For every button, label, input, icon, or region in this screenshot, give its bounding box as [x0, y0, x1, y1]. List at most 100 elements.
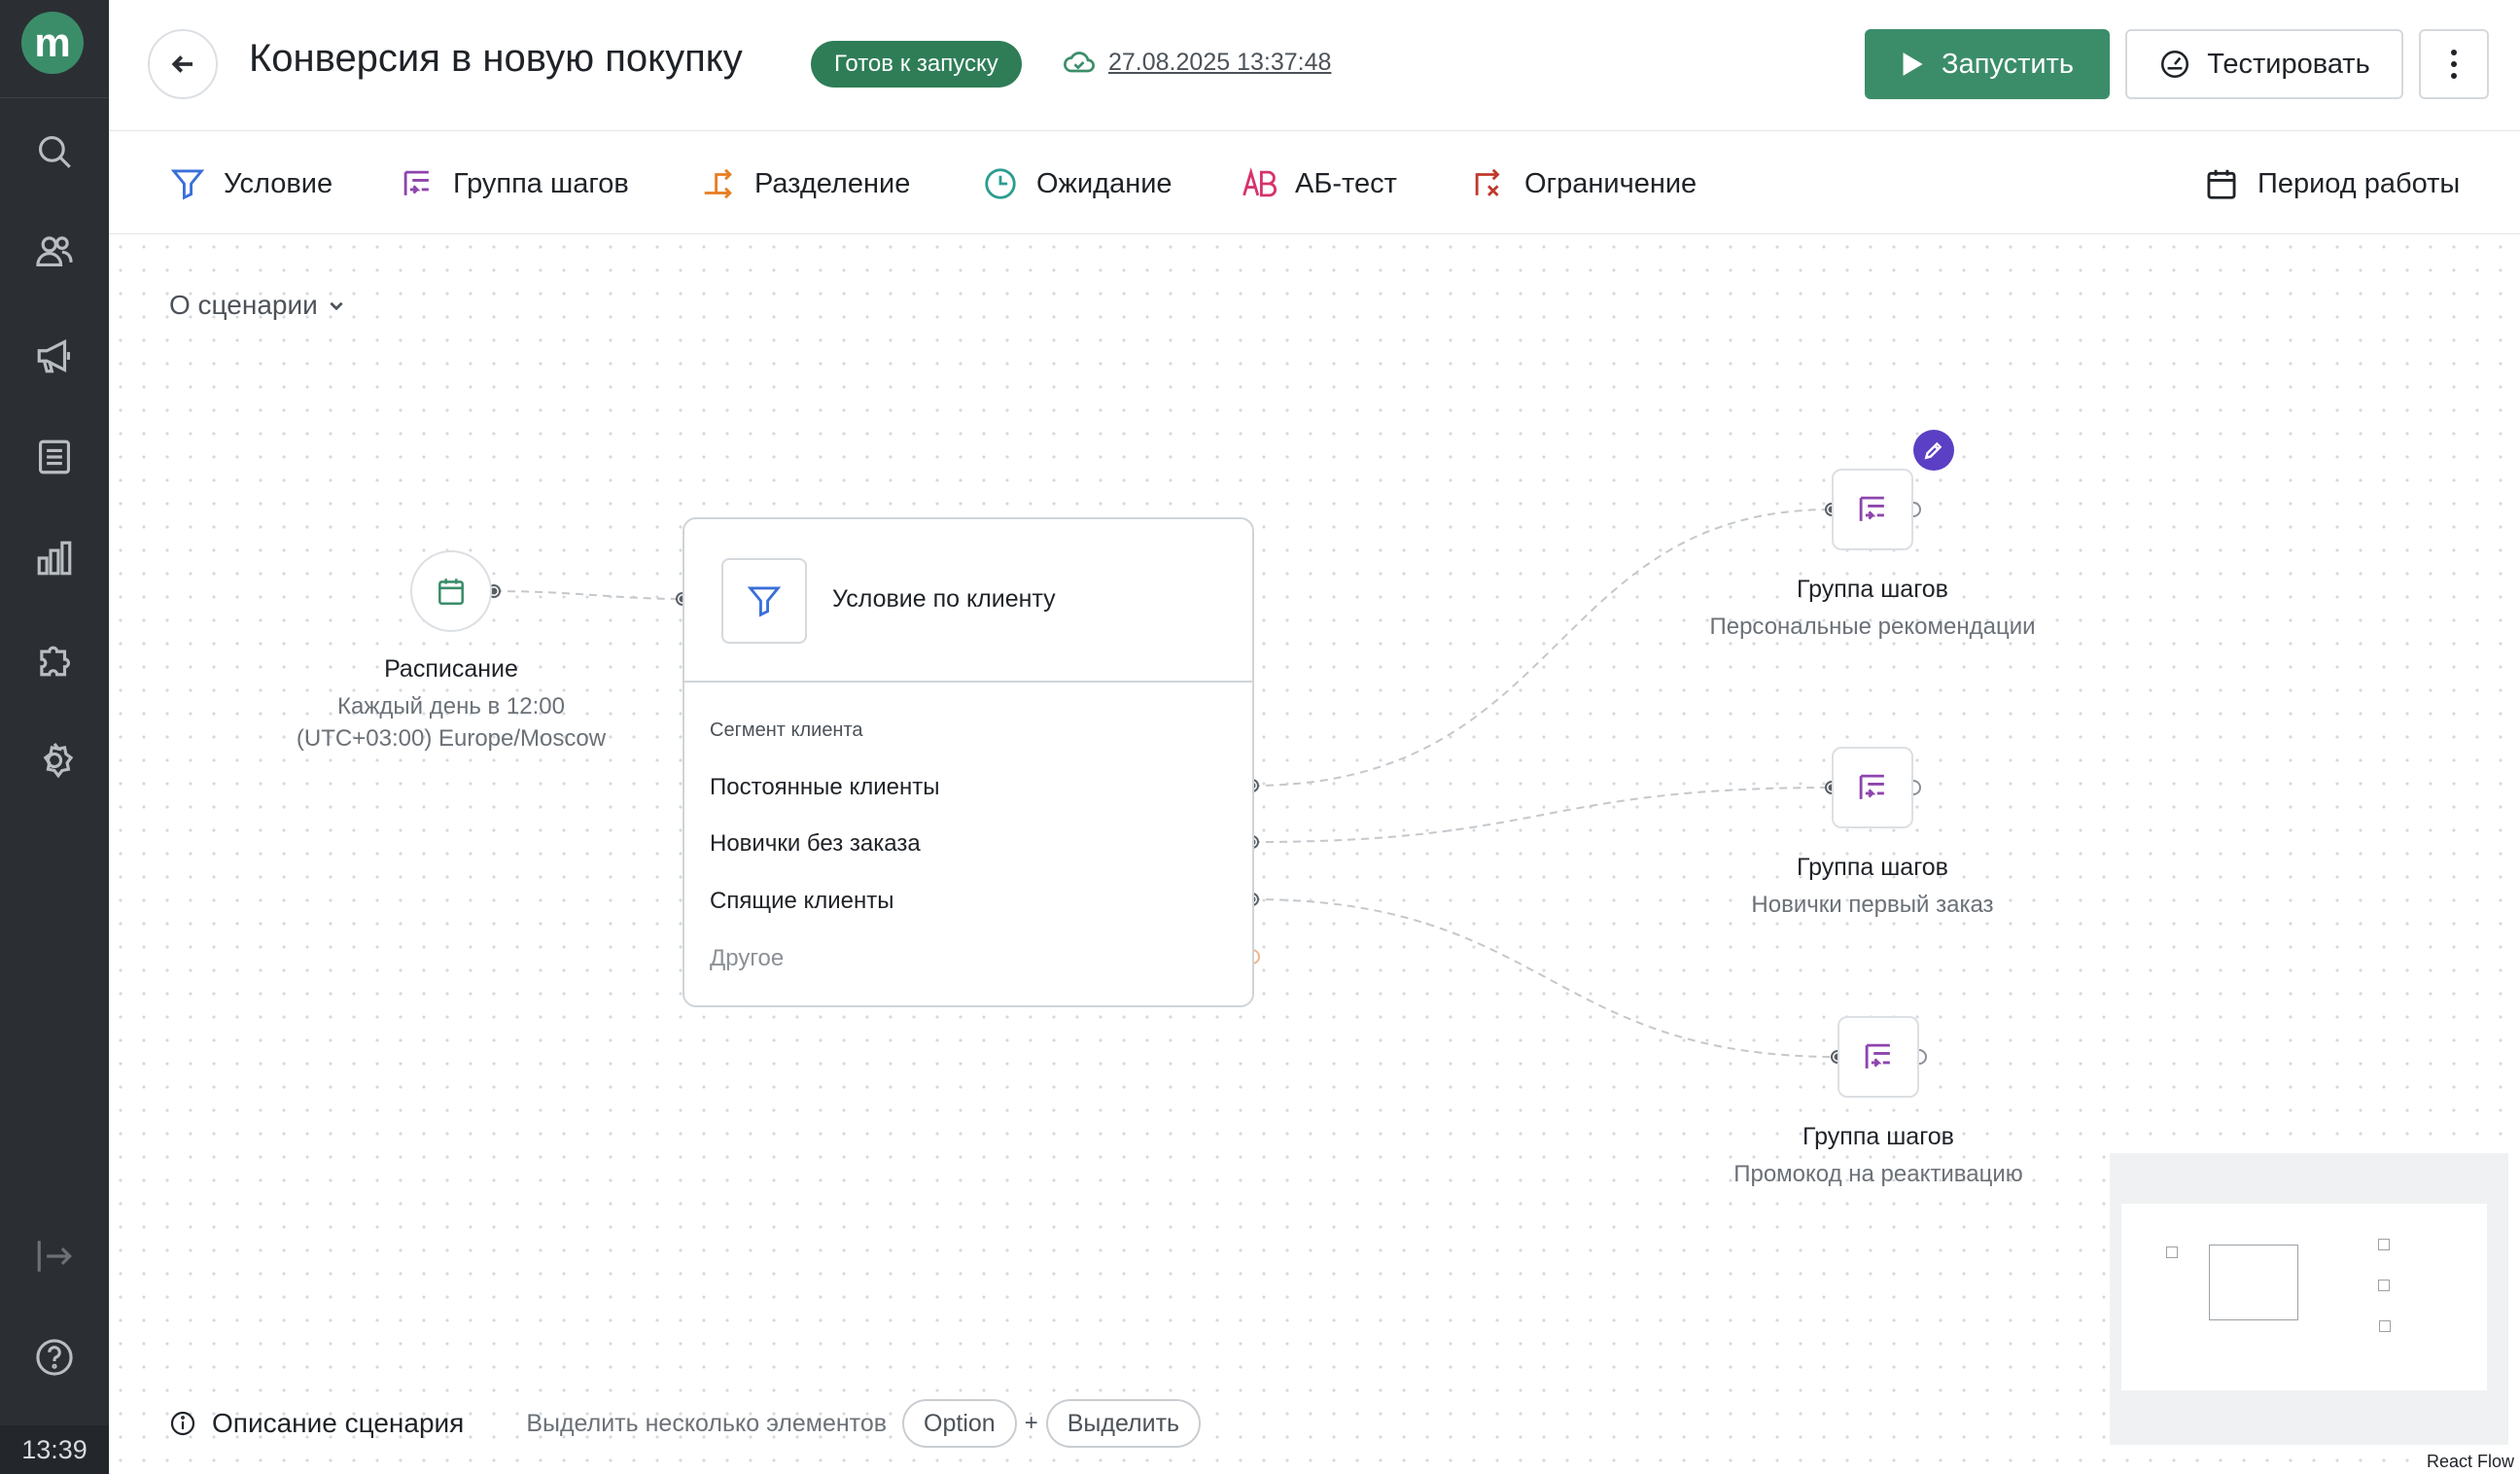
split-icon [704, 168, 732, 199]
back-button[interactable] [148, 29, 218, 99]
work-period-button[interactable]: Период работы [2203, 161, 2460, 206]
edge-schedule-condition [493, 590, 683, 600]
app-logo[interactable]: m [21, 12, 84, 74]
condition-row[interactable]: Постоянные клиенты [710, 774, 940, 800]
help-icon[interactable] [29, 1332, 80, 1383]
users-icon[interactable] [29, 226, 80, 276]
condition-node-title: Условие по клиенту [832, 585, 1056, 613]
filter-icon [170, 169, 205, 200]
more-vertical-icon [2451, 50, 2457, 79]
minimap-node [2378, 1239, 2390, 1250]
work-period-label: Период работы [2258, 167, 2461, 199]
node-toolbar: Условие Группа шагов Разделение Ожидание… [109, 132, 2520, 234]
about-scenario-toggle[interactable]: О сценарии [169, 290, 345, 321]
test-button-label: Тестировать [2207, 48, 2370, 80]
step-group-icon [403, 170, 429, 195]
search-icon[interactable] [29, 126, 80, 177]
tool-step-group-label: Группа шагов [453, 167, 629, 199]
ab-test-icon [1242, 167, 1278, 197]
minimap-node [2209, 1245, 2298, 1320]
schedule-node[interactable] [410, 550, 492, 632]
minimap-node [2166, 1246, 2178, 1258]
select-action-chip: Выделить [1045, 1399, 1202, 1448]
megaphone-icon[interactable] [29, 331, 80, 381]
condition-node-icon-box [721, 558, 807, 644]
more-options-button[interactable] [2419, 29, 2489, 99]
condition-row[interactable]: Спящие клиенты [710, 888, 894, 914]
test-button[interactable]: Тестировать [2125, 29, 2403, 99]
condition-node[interactable]: Условие по клиенту Сегмент клиента Посто… [682, 517, 1254, 1007]
option-key-chip: Option [902, 1399, 1017, 1448]
left-rail: m 13:39 [0, 0, 109, 1474]
tool-ab-test[interactable]: АБ-тест [1241, 161, 1397, 206]
clock: 13:39 [0, 1425, 109, 1474]
edge-regular-clients [1251, 509, 1833, 787]
bar-chart-icon[interactable] [29, 533, 80, 583]
edge-newcomers [1251, 787, 1833, 843]
tool-wait-label: Ожидание [1036, 167, 1172, 199]
tool-limit[interactable]: Ограничение [1470, 161, 1697, 206]
minimap[interactable] [2110, 1153, 2508, 1445]
condition-row-other[interactable]: Другое [710, 945, 785, 971]
info-icon [170, 1411, 195, 1436]
gear-icon[interactable] [29, 735, 80, 786]
arrow-left-icon [171, 55, 192, 73]
minimap-node [2379, 1320, 2391, 1332]
step-group-node[interactable] [1832, 469, 1913, 550]
schedule-title: Расписание [384, 655, 518, 683]
calendar-icon [2207, 169, 2236, 199]
minimap-viewport [2121, 1204, 2487, 1390]
tool-split-label: Разделение [754, 167, 911, 199]
cloud-check-icon [1064, 52, 1095, 73]
bottom-bar: Описание сценария Выделить несколько эле… [169, 1398, 1202, 1449]
limit-icon [1475, 168, 1500, 196]
scenario-description-button[interactable]: Описание сценария [169, 1408, 464, 1439]
step-group-node[interactable] [1838, 1016, 1919, 1098]
document-icon[interactable] [29, 432, 80, 482]
collapse-arrow-icon[interactable] [29, 1231, 80, 1281]
tool-ab-test-label: АБ-тест [1295, 167, 1397, 199]
plus-sign: + [1024, 1410, 1038, 1436]
minimap-node [2378, 1280, 2390, 1291]
schedule-timezone: (UTC+03:00) Europe/Moscow [296, 725, 607, 752]
filter-icon [747, 586, 782, 617]
step-group-subtitle: Новички первый заказ [1751, 892, 1994, 918]
puzzle-icon[interactable] [29, 634, 80, 684]
react-flow-attribution[interactable]: React Flow [2420, 1450, 2520, 1474]
schedule-time: Каждый день в 12:00 [337, 693, 565, 719]
step-group-icon [1865, 1043, 1890, 1069]
condition-node-header: Условие по клиенту [684, 519, 1252, 683]
page-title: Конверсия в новую покупку [249, 37, 743, 80]
edge-sleeping-clients [1251, 898, 1838, 1058]
calendar-icon [438, 579, 464, 606]
rail-divider [0, 97, 109, 98]
chevron-down-icon [330, 301, 343, 311]
about-scenario-label: О сценарии [169, 290, 318, 320]
step-group-title: Группа шагов [1797, 854, 1948, 881]
saved-indicator: 27.08.2025 13:37:48 [1062, 45, 1331, 80]
tool-limit-label: Ограничение [1524, 167, 1698, 199]
step-group-subtitle: Промокод на реактивацию [1733, 1161, 2023, 1187]
header: Конверсия в новую покупку Готов к запуск… [109, 0, 2520, 131]
saved-timestamp[interactable]: 27.08.2025 13:37:48 [1108, 48, 1332, 76]
tool-wait[interactable]: Ожидание [982, 161, 1172, 206]
edit-node-button[interactable] [1913, 430, 1954, 471]
status-badge: Готов к запуску [811, 41, 1022, 88]
tool-condition-label: Условие [224, 167, 333, 199]
condition-row[interactable]: Новички без заказа [710, 830, 921, 857]
flow-canvas[interactable]: О сценарии Расписание Кажд [109, 235, 2520, 1474]
play-icon [1903, 53, 1923, 76]
tool-condition[interactable]: Условие [169, 161, 332, 206]
step-group-subtitle: Персональные рекомендации [1709, 614, 2036, 640]
condition-section-label: Сегмент клиента [710, 719, 863, 741]
step-group-icon [1859, 496, 1884, 521]
tool-split[interactable]: Разделение [700, 161, 910, 206]
clock-icon [985, 168, 1016, 199]
pencil-icon [1924, 441, 1942, 460]
speedometer-icon [2161, 50, 2189, 79]
step-group-node[interactable] [1832, 747, 1913, 828]
run-button-label: Запустить [1942, 48, 2074, 80]
tool-step-group[interactable]: Группа шагов [399, 161, 629, 206]
run-button[interactable]: Запустить [1865, 29, 2110, 99]
scenario-description-label: Описание сценария [212, 1408, 465, 1438]
